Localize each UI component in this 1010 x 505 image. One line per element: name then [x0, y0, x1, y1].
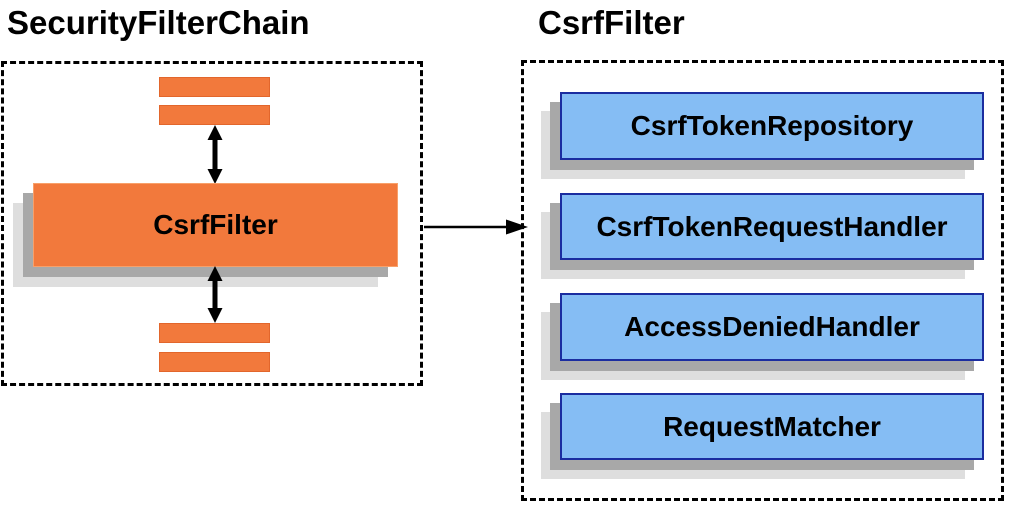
component-label: RequestMatcher [663, 410, 881, 442]
double-arrow-top-icon [205, 125, 225, 184]
other-filter-bar-top-1 [159, 77, 270, 97]
component-label: CsrfTokenRepository [630, 110, 914, 141]
csrf-filter-box: CsrfFilter [33, 183, 398, 267]
component-box-access-denied-handler: AccessDeniedHandler [560, 293, 984, 361]
other-filter-bar-top-2 [159, 105, 270, 125]
double-arrow-bottom-icon [205, 266, 225, 323]
component-label: AccessDeniedHandler [624, 311, 920, 342]
csrf-filter-label: CsrfFilter [153, 209, 278, 240]
other-filter-bar-bottom-2 [159, 352, 270, 372]
security-filter-chain-title: SecurityFilterChain [7, 4, 310, 41]
security-filter-chain-panel [1, 61, 423, 386]
component-label: CsrfTokenRequestHandler [596, 210, 948, 242]
csrf-filter-panel-title: CsrfFilter [538, 4, 685, 41]
other-filter-bar-bottom-1 [159, 323, 270, 343]
flow-arrow-icon [424, 217, 528, 237]
csrf-filter-panel [521, 60, 1004, 501]
component-box-request-matcher: RequestMatcher [560, 393, 984, 460]
component-box-csrf-token-repository: CsrfTokenRepository [560, 92, 984, 160]
component-box-csrf-token-request-handler: CsrfTokenRequestHandler [560, 193, 984, 260]
